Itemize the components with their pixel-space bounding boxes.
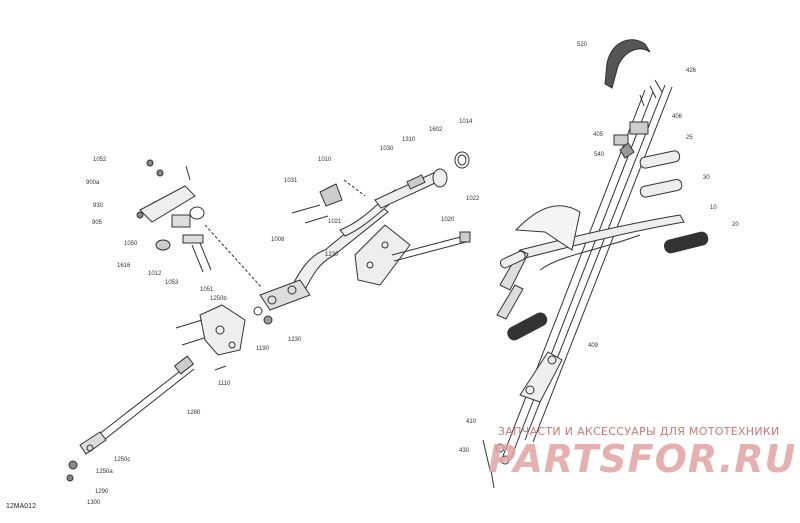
label-1230: 1230 — [288, 337, 302, 343]
grip-25 — [639, 150, 681, 169]
label-20: 20 — [732, 222, 739, 228]
label-1031: 1031 — [284, 178, 298, 184]
label-25: 25 — [686, 135, 693, 141]
label-1616: 1616 — [117, 263, 131, 269]
cover-plate — [354, 224, 411, 286]
label-1030: 1030 — [380, 146, 394, 152]
label-1022: 1022 — [466, 196, 480, 202]
label-1250c: 1250c — [114, 457, 131, 463]
clamp-406 — [629, 121, 649, 135]
label-1021: 1021 — [328, 219, 342, 225]
label-1110: 1110 — [218, 381, 231, 387]
watermark-tagline: ЗАПЧАСТИ И АКСЕССУАРЫ ДЛЯ МОТОТЕХНИКИ — [498, 425, 780, 438]
grip-lower — [507, 312, 548, 341]
label-410: 410 — [466, 419, 477, 425]
label-426: 426 — [686, 68, 697, 74]
label-1012: 1012 — [148, 271, 162, 277]
label-1052: 1052 — [93, 157, 107, 163]
label-905: 905 — [92, 220, 103, 226]
drawing-code: 12MA012 — [6, 503, 36, 510]
label-1190: 1190 — [256, 346, 269, 352]
label-1602: 1602 — [429, 127, 443, 133]
label-10: 10 — [710, 205, 717, 211]
shaft-1280 — [97, 364, 189, 436]
label-1300: 1300 — [87, 500, 101, 506]
label-1280: 1280 — [187, 410, 201, 416]
label-1020: 1020 — [441, 217, 455, 223]
label-930: 930 — [93, 203, 104, 209]
label-1310: 1310 — [402, 137, 416, 143]
label-1050: 1050 — [124, 241, 138, 247]
watermark-brand: PARTSFOR.RU — [488, 437, 797, 481]
label-1010: 1010 — [318, 157, 332, 163]
label-1053: 1053 — [165, 280, 179, 286]
bracket-409 — [519, 351, 563, 403]
label-520: 520 — [577, 42, 588, 48]
cover-1190 — [199, 304, 246, 356]
clamp-930 — [139, 185, 196, 223]
grip-30 — [639, 178, 683, 198]
label-540: 540 — [594, 152, 605, 158]
label-405: 405 — [593, 132, 604, 138]
label-900a: 900a — [86, 180, 100, 186]
label-1250b: 1250b — [210, 296, 227, 302]
label-1250a: 1250a — [96, 469, 113, 475]
label-1014: 1014 — [459, 119, 473, 125]
grip-20 — [663, 231, 709, 254]
steering-column-1008 — [289, 204, 389, 297]
label-30: 30 — [703, 175, 710, 181]
label-430: 430 — [459, 448, 470, 454]
handle-520 — [604, 39, 651, 89]
label-1008: 1008 — [271, 237, 285, 243]
label-1051: 1051 — [200, 287, 214, 293]
label-409: 409 — [588, 343, 599, 349]
label-1290: 1290 — [95, 489, 109, 495]
label-1220: 1220 — [325, 252, 339, 258]
label-406: 406 — [672, 114, 683, 120]
